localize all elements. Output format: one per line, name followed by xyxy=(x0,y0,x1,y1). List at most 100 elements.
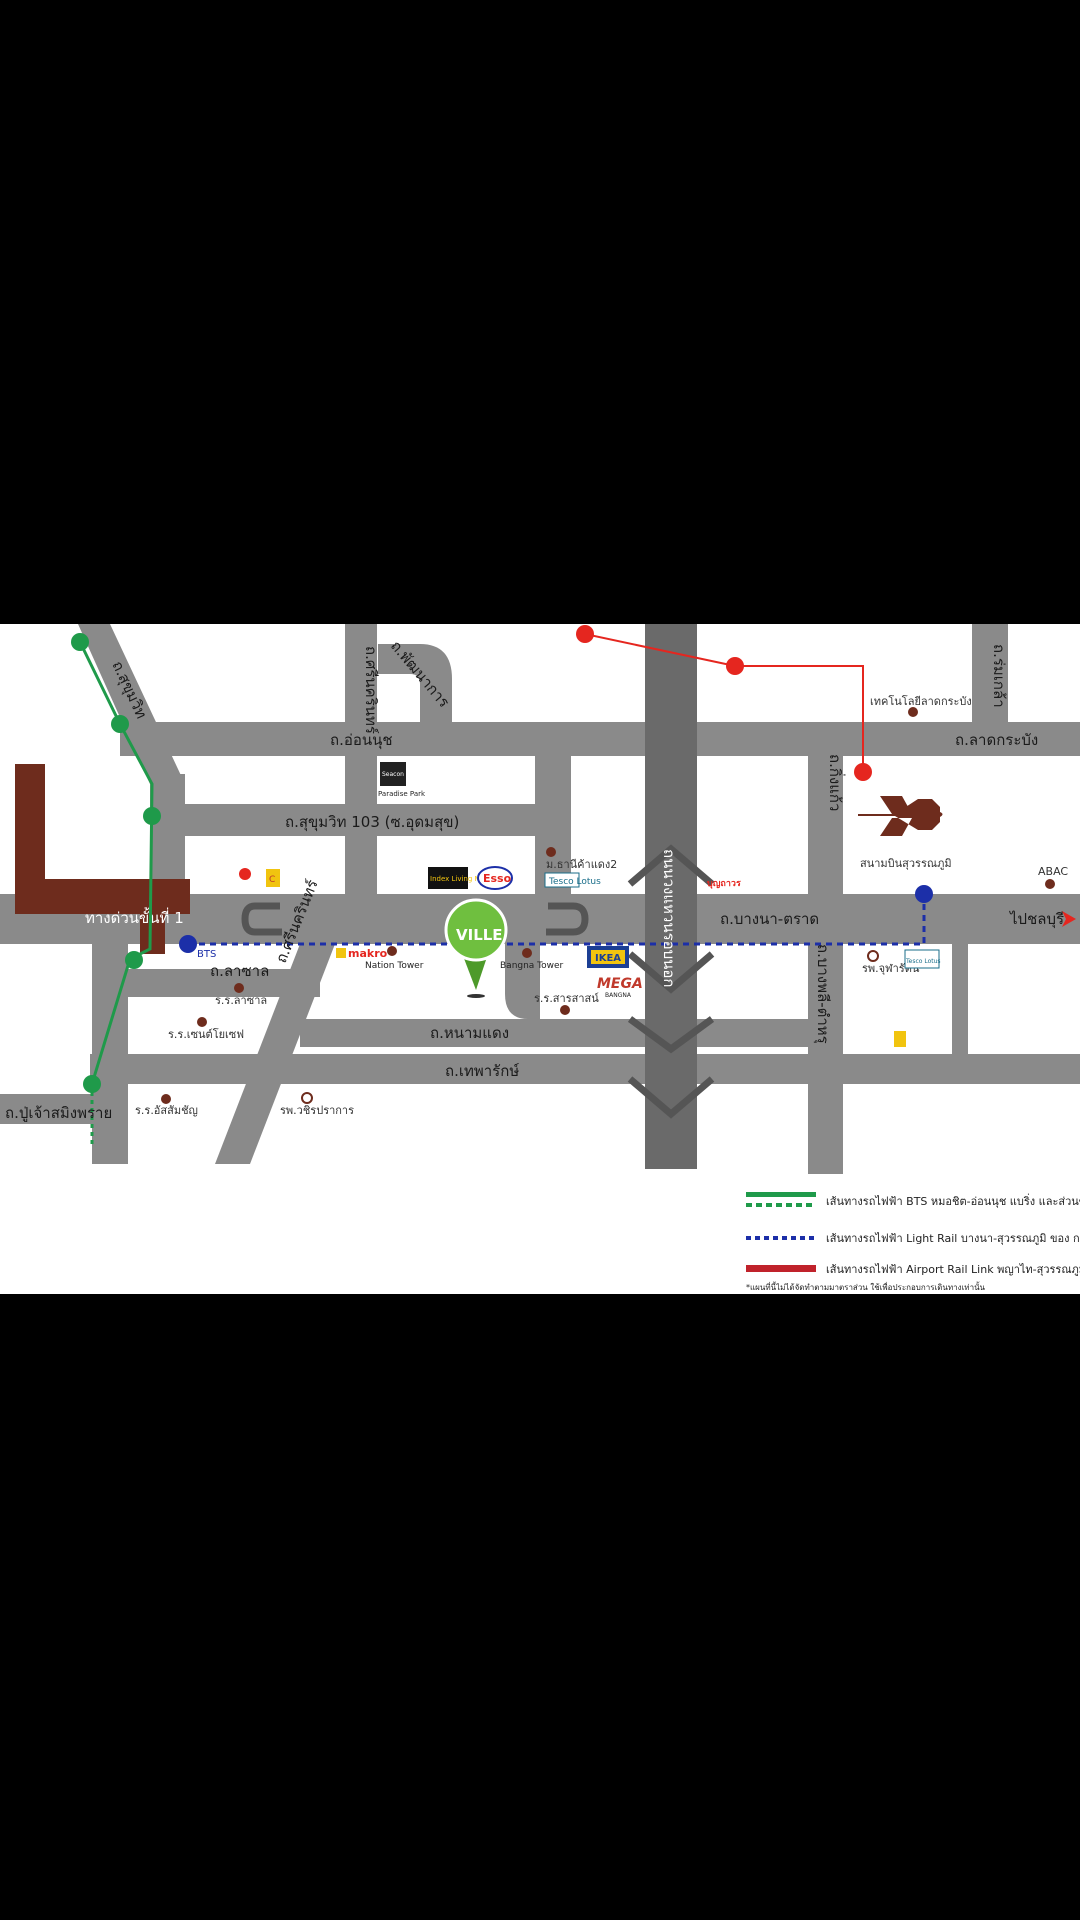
big-c-logo-right xyxy=(894,1031,906,1047)
road-nam-daeng xyxy=(300,1019,810,1047)
label-la-salle: ถ.ลาซาล xyxy=(210,962,269,980)
bts-line xyxy=(71,633,161,1144)
ikea-logo-inner xyxy=(591,950,625,964)
u-turn-icon xyxy=(241,902,282,936)
tesco-right-logo xyxy=(904,949,940,969)
road-rom-klao xyxy=(972,624,1008,724)
highway-chevrons xyxy=(627,844,715,1119)
tesco-right-label: Tesco Lotus xyxy=(905,958,941,965)
airport-rail-station-dot xyxy=(576,625,594,643)
label-to-chonburi: ไปชลบุรี xyxy=(1009,910,1064,929)
light-rail-line xyxy=(179,885,933,953)
label-bangna-trat: ถ.บางนา-ตราด xyxy=(720,910,819,928)
bts-station-dot xyxy=(125,951,143,969)
label-nam-daeng: ถ.หนามแดง xyxy=(430,1024,509,1042)
roads-layer xyxy=(0,624,1080,1174)
mega-sub-label: BANGNA xyxy=(605,992,632,999)
label-sukhumvit-103: ถ.สุขุมวิท 103 (ซ.อุดมสุข) xyxy=(285,813,459,832)
label-thepharak: ถ.เทพารักษ์ xyxy=(445,1062,520,1080)
light-rail-station-dot xyxy=(915,885,933,903)
legend-footnote: *แผนที่นี้ไม่ได้จัดทำตามมาตราส่วน ใช้เพื… xyxy=(746,1281,986,1292)
poi-nation-tower: Nation Tower xyxy=(365,961,424,971)
poi-sarasas: ร.ร.สารสาสน์ xyxy=(534,992,599,1005)
makro-badge xyxy=(336,948,346,958)
poi-bangkae-market: ม.ธานีค้าแดง2 xyxy=(546,858,617,871)
airport-rail-station-dot xyxy=(726,657,744,675)
poi-dot xyxy=(197,1017,207,1027)
label-bang-phli: ถ.บางพลี-ตำหรุ xyxy=(813,944,832,1044)
big-c-logo xyxy=(266,869,280,887)
poi-dot xyxy=(546,847,556,857)
u-turn-icons xyxy=(241,902,589,936)
makro-label: makro xyxy=(348,947,388,960)
poi-airport: สนามบินสุวรรณภูมิ xyxy=(860,857,952,870)
poi-dot xyxy=(387,946,397,956)
poi-lasalle-school: ร.ร.ลาซาล xyxy=(215,994,267,1007)
bts-station-dot xyxy=(71,633,89,651)
bts-station-dot xyxy=(83,1075,101,1093)
label-outer-ring: ถนนวงแหวนรอบนอก xyxy=(660,849,678,988)
road-small-loop xyxy=(505,944,540,1019)
seacon-label: Seacon Square xyxy=(382,771,427,778)
road-on-nut xyxy=(120,722,1080,756)
index-label: Index Living Mall xyxy=(430,875,489,883)
road-srinakarin-top xyxy=(345,624,377,894)
poi-school-left: ร.ร.อัสสัมชัญ xyxy=(135,1104,198,1117)
sun-icon xyxy=(239,868,251,880)
esso-logo xyxy=(477,866,513,890)
legend-bts: เส้นทางรถไฟฟ้า BTS หมอชิต-อ่อนนุช แบริ่ง… xyxy=(826,1193,1080,1208)
tesco-logo xyxy=(544,872,580,888)
mega-label: MEGA xyxy=(597,976,643,992)
legend-airport-rail: เส้นทางรถไฟฟ้า Airport Rail Link พญาไท-ส… xyxy=(826,1263,1080,1276)
poi-dot xyxy=(522,948,532,958)
label-lat-krabang: ถ.ลาดกระบัง xyxy=(955,731,1038,749)
poi-dot xyxy=(908,707,918,717)
expressway xyxy=(15,764,190,954)
seacon-logo xyxy=(380,762,406,786)
airport-rail-line xyxy=(576,625,872,781)
label-srinakarin-top: ถ.ศรีนครินทร์ xyxy=(362,646,380,734)
road-thepharak xyxy=(90,1054,1080,1084)
road-vertical-mid xyxy=(535,744,571,894)
road-pu-chao xyxy=(0,1094,95,1124)
road-outer-ring xyxy=(645,624,697,1169)
label-on-nut: ถ.อ่อนนุช xyxy=(330,731,393,750)
poi-king-mongkut: เทคโนโลยีลาดกระบัง xyxy=(870,694,972,708)
expressway-label: ทางด่วนขั้นที่ 1 xyxy=(85,907,184,927)
road-left-bottom xyxy=(92,944,128,1164)
poi-dot xyxy=(161,1094,171,1104)
makro-logo xyxy=(336,946,380,960)
map-panel: ทางด่วนขั้นที่ 1 ถ.สุขุมวิท ถ.ศรีนครินทร… xyxy=(0,624,1080,1294)
poi-school-bottom: ร.ร.เซนต์โยเซฟ xyxy=(168,1027,244,1041)
poi-hospital-left: รพ.วชิรปราการ xyxy=(280,1104,354,1117)
bts-station-label: BTS xyxy=(197,949,216,960)
arrow-right-icon xyxy=(1062,911,1076,927)
index-logo xyxy=(428,867,468,889)
esso-label: Esso xyxy=(483,872,512,885)
tesco-label: Tesco Lotus xyxy=(548,877,601,887)
u-turn-icon xyxy=(546,902,589,936)
ikea-label: IKEA xyxy=(595,953,621,964)
road-phatthanakan xyxy=(378,644,452,724)
bts-station-dot xyxy=(143,807,161,825)
paradise-label: Paradise Park xyxy=(378,790,426,798)
label-king-kaeo: ถ.กิ่งแก้ว xyxy=(826,754,846,811)
project-label: VILLE xyxy=(456,926,503,944)
poi-dot xyxy=(234,983,244,993)
road-right-vertical xyxy=(952,944,968,1054)
light-rail-station-dot xyxy=(179,935,197,953)
legend: เส้นทางรถไฟฟ้า BTS หมอชิต-อ่อนนุช แบริ่ง… xyxy=(746,1192,1080,1292)
boonthavorn-label: บุญถาวร xyxy=(707,879,741,889)
poi-dot xyxy=(1045,879,1055,889)
legend-light-rail: เส้นทางรถไฟฟ้า Light Rail บางนา-สุวรรณภู… xyxy=(826,1232,1080,1245)
poi-dot xyxy=(560,1005,570,1015)
label-rom-klao: ถ.ร่มเกล้า xyxy=(990,644,1008,708)
hospital-icon xyxy=(301,1092,313,1104)
road-sukhumvit-103 xyxy=(150,804,535,836)
hospital-icon xyxy=(867,950,879,962)
poi-bangna-tower: Bangna Tower xyxy=(500,961,564,971)
airport-rail-station-dot xyxy=(854,763,872,781)
poi-abac: ABAC xyxy=(1038,865,1068,878)
big-c-label: C xyxy=(269,875,275,885)
project-pin: VILLE xyxy=(444,898,508,998)
